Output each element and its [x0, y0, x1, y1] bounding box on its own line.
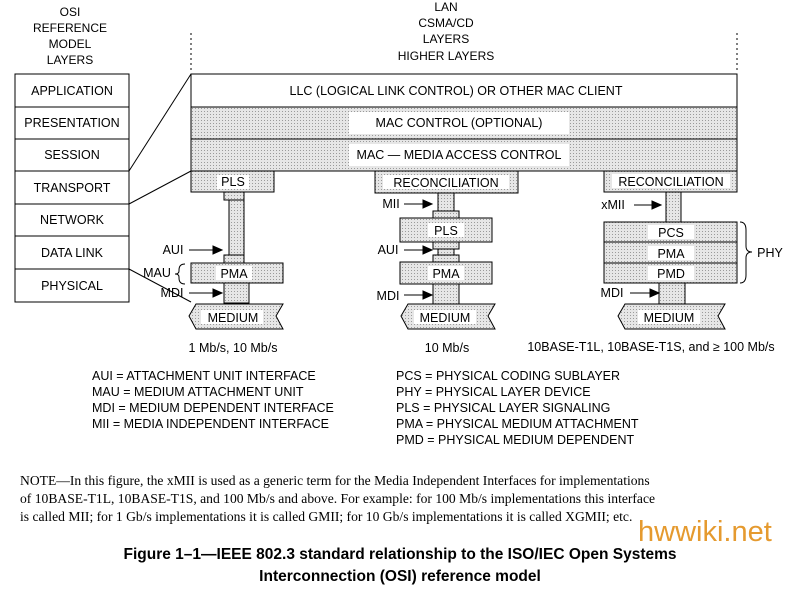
abbreviation-item: PLS = PHYSICAL LAYER SIGNALING: [396, 401, 611, 415]
stack2-aui-label: AUI: [378, 243, 399, 257]
abbreviation-item: MAU = MEDIUM ATTACHMENT UNIT: [92, 385, 304, 399]
abbreviation-item: PMD = PHYSICAL MEDIUM DEPENDENT: [396, 433, 635, 447]
note-line: of 10BASE-T1L, 10BASE-T1S, and 100 Mb/s …: [20, 491, 656, 506]
osi-header-line: REFERENCE: [33, 21, 107, 35]
stack1-pls-label: PLS: [221, 175, 245, 189]
osi-header-line: LAYERS: [47, 53, 93, 67]
stack3-reconciliation-label: RECONCILIATION: [618, 175, 723, 189]
osi-layer-application: APPLICATION: [31, 84, 113, 98]
osi-layer-presentation: PRESENTATION: [24, 116, 119, 130]
stack-2: RECONCILIATION PLS PMA MEDIUM MII AUI MD…: [374, 170, 519, 355]
stack2-mii-label: MII: [382, 197, 399, 211]
osi-layer-transport: TRANSPORT: [34, 181, 111, 195]
stack2-mdi-label: MDI: [377, 289, 400, 303]
abbreviations-left: AUI = ATTACHMENT UNIT INTERFACE MAU = ME…: [92, 368, 334, 432]
caption-line: Figure 1–1—IEEE 802.3 standard relations…: [123, 546, 677, 563]
stack3-phy-label: PHY: [757, 246, 783, 260]
stack1-aui-label: AUI: [163, 243, 184, 257]
abbreviation-item: PCS = PHYSICAL CODING SUBLAYER: [396, 369, 621, 383]
osi-header: OSI REFERENCE MODEL LAYERS: [33, 5, 107, 67]
abbreviations-right: PCS = PHYSICAL CODING SUBLAYER PHY = PHY…: [396, 368, 639, 448]
stack2-pls-label: PLS: [434, 224, 458, 238]
osi-layer-session: SESSION: [44, 148, 100, 162]
osi-layer-physical: PHYSICAL: [41, 279, 103, 293]
stack3-phy-brace: [739, 221, 753, 284]
stack3-mdi-label: MDI: [601, 286, 624, 300]
stack3-pma-label: PMA: [657, 247, 685, 261]
lan-header-line: LAN: [434, 0, 457, 14]
stack1-mau-brace: [174, 263, 186, 285]
mapping-lines: [128, 73, 192, 303]
figure-caption: Figure 1–1—IEEE 802.3 standard relations…: [0, 544, 800, 588]
osi-layer-network: NETWORK: [40, 213, 105, 227]
stack1-mau-label: MAU: [143, 266, 171, 280]
lan-header: LAN CSMA/CD LAYERS HIGHER LAYERS: [398, 0, 494, 63]
watermark: hwwiki.net: [638, 516, 772, 548]
osi-stack: APPLICATION PRESENTATION SESSION TRANSPO…: [14, 73, 130, 303]
stack2-speed: 10 Mb/s: [425, 341, 469, 355]
stack2-arrows: [404, 199, 434, 300]
stack1-speed: 1 Mb/s, 10 Mb/s: [189, 341, 278, 355]
stack3-speed: 10BASE-T1L, 10BASE-T1S, and ≥ 100 Mb/s: [527, 340, 774, 354]
abbreviation-item: MII = MEDIA INDEPENDENT INTERFACE: [92, 417, 329, 431]
osi-layer-data-link: DATA LINK: [41, 246, 104, 260]
note-line: NOTE—In this figure, the xMII is used as…: [20, 473, 650, 488]
stack1-medium-label: MEDIUM: [208, 311, 259, 325]
mac-control-layer: MAC CONTROL (OPTIONAL): [376, 116, 543, 130]
stack2-reconciliation-label: RECONCILIATION: [393, 176, 498, 190]
abbreviation-item: AUI = ATTACHMENT UNIT INTERFACE: [92, 369, 316, 383]
stack2-medium-label: MEDIUM: [420, 311, 471, 325]
stack3-arrows: [630, 200, 663, 298]
lan-header-line: HIGHER LAYERS: [398, 49, 494, 63]
llc-layer: LLC (LOGICAL LINK CONTROL) OR OTHER MAC …: [290, 84, 623, 98]
osi-header-line: OSI: [60, 5, 81, 19]
note-line: is called MII; for 1 Gb/s implementation…: [20, 509, 633, 524]
stack1-mdi-label: MDI: [161, 286, 184, 300]
caption-line: Interconnection (OSI) reference model: [259, 568, 541, 585]
stack2-pma-label: PMA: [432, 267, 460, 281]
stack-3: RECONCILIATION PCS PMA PMD MEDIUM xMII M…: [527, 170, 784, 354]
stack3-xmii-label: xMII: [601, 198, 625, 212]
lan-header-line: LAYERS: [423, 32, 469, 46]
osi-header-line: MODEL: [49, 37, 92, 51]
abbreviation-item: PHY = PHYSICAL LAYER DEVICE: [396, 385, 591, 399]
stack-1: PLS PMA MEDIUM AUI MAU MDI 1 Mb/s, 10 Mb…: [143, 170, 284, 355]
stack1-arrows: [189, 245, 224, 298]
abbreviation-item: PMA = PHYSICAL MEDIUM ATTACHMENT: [396, 417, 639, 431]
stack3-pcs-label: PCS: [658, 226, 684, 240]
abbreviation-item: MDI = MEDIUM DEPENDENT INTERFACE: [92, 401, 334, 415]
stack1-pma-label: PMA: [220, 267, 248, 281]
stack3-medium-label: MEDIUM: [644, 311, 695, 325]
lan-upper-layers: LLC (LOGICAL LINK CONTROL) OR OTHER MAC …: [190, 73, 738, 172]
stack3-pmd-label: PMD: [657, 267, 685, 281]
mac-layer: MAC — MEDIA ACCESS CONTROL: [357, 148, 562, 162]
figure-note: NOTE—In this figure, the xMII is used as…: [20, 472, 790, 526]
lan-header-line: CSMA/CD: [418, 16, 474, 30]
